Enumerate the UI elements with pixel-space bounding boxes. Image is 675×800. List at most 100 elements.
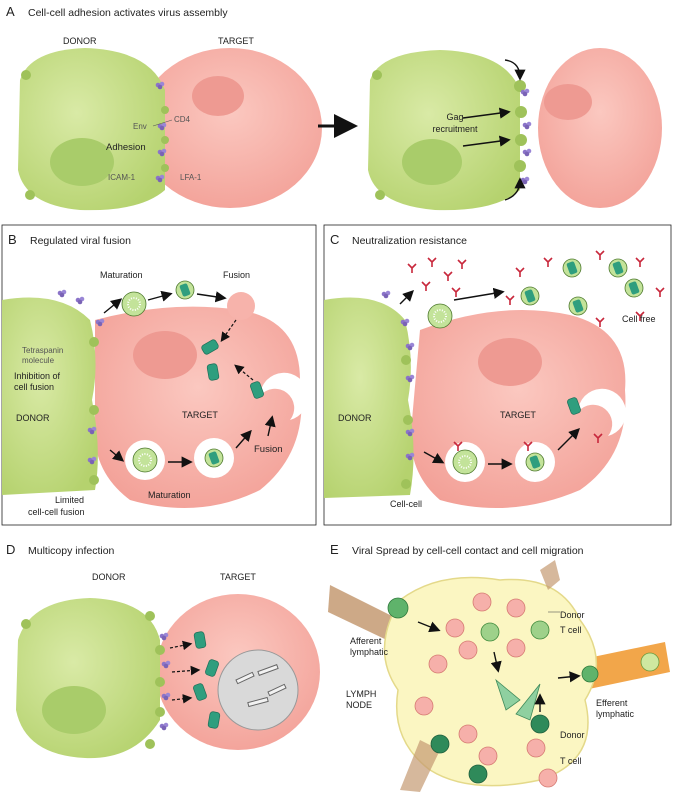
- panel-d-letter: D: [6, 542, 15, 557]
- panel-b-maturation-bottom: Maturation: [148, 490, 191, 500]
- panel-e-efferent-cell-2: [640, 652, 660, 672]
- panel-b-endosome: [260, 372, 308, 420]
- panel-b-target-nucleus: [133, 331, 197, 379]
- panel-b-donor-label: DONOR: [16, 413, 50, 423]
- panel-b-arrow-endo-in: [109, 449, 125, 462]
- panel-d-nucleus: [217, 649, 299, 731]
- panel-d-target-label: TARGET: [220, 572, 256, 582]
- panel-b-mature-virion-top: [175, 280, 195, 300]
- panel-e-vessel-top: [540, 560, 560, 590]
- panel-b: B Regulated viral fusion Maturation Fusi…: [1, 224, 317, 526]
- panel-b-tetraspanin-line1: Tetraspanin: [22, 346, 63, 355]
- panel-a-target-nucleus-2: [544, 84, 592, 120]
- panel-c-endosome-1: [445, 441, 485, 482]
- panel-b-target-label: TARGET: [182, 410, 218, 420]
- panel-b-dashed-arrow-2: [234, 364, 254, 381]
- panel-a-gag-label: Gag: [446, 112, 463, 122]
- panel-e-afferent-cell: [387, 597, 409, 619]
- panel-a-env-label: Env: [133, 122, 147, 131]
- panel-b-arrow-endo-out: [235, 429, 252, 449]
- panel-b-donor-buds: [89, 337, 99, 485]
- panel-b-arrow-fusion: [264, 415, 276, 437]
- panel-b-endosome-1: [125, 440, 165, 480]
- panel-d-title: Multicopy infection: [28, 545, 115, 557]
- panel-a-donor-nucleus: [50, 138, 114, 186]
- panel-e-letter: E: [330, 542, 339, 557]
- panel-a: A Cell-cell adhesion activates virus ass…: [6, 4, 662, 211]
- panel-a-title: Cell-cell adhesion activates virus assem…: [28, 7, 228, 19]
- panel-b-limited-line1: Limited: [55, 495, 84, 505]
- panel-a-cd4-label: CD4: [174, 115, 191, 124]
- panel-e-arrow-down: [490, 651, 502, 673]
- panel-a-gag-arrow-2: [462, 135, 511, 147]
- panel-b-fusion-bud: [227, 292, 255, 320]
- panel-c-arrow-endo-in: [423, 451, 445, 464]
- panel-b-arrow-2: [147, 290, 173, 302]
- panel-a-lfa-label: LFA-1: [180, 173, 202, 182]
- panel-e-lymph-line1: LYMPH: [346, 689, 376, 699]
- panel-c-donor-cell: [324, 297, 414, 498]
- panel-c-target-nucleus: [478, 338, 542, 386]
- panel-e-afferent-line2: lymphatic: [350, 647, 389, 657]
- panel-b-arrow-1: [103, 298, 123, 314]
- panel-b-maturation-top: Maturation: [100, 270, 143, 280]
- panel-e-afferent-line1: Afferent: [350, 636, 382, 646]
- panel-d: D Multicopy infection DONOR TARGET: [6, 542, 320, 759]
- panel-e-efferent-line2: lymphatic: [596, 709, 635, 719]
- panel-e-donor-cells: [430, 620, 550, 784]
- panel-a-curve-arrow-top: [504, 59, 526, 81]
- panel-c-donor-label: DONOR: [338, 413, 372, 423]
- panel-b-fusion-right: Fusion: [254, 444, 283, 455]
- panel-b-arrow-3: [196, 291, 227, 303]
- panel-e-efferent-line1: Efferent: [596, 698, 628, 708]
- panel-c: C Neutralization resistance Cell free DO…: [323, 224, 672, 526]
- panel-d-proviral-dna: [235, 664, 287, 708]
- panel-a-curve-arrow-bottom: [504, 177, 526, 201]
- panel-d-donor-cell: [16, 598, 160, 759]
- panel-c-arrow-2: [453, 287, 505, 301]
- panel-b-immature-virion-top: [121, 291, 147, 317]
- panel-a-letter: A: [6, 4, 15, 19]
- panel-a-donor-buds: [21, 70, 169, 200]
- panel-a-target-nucleus: [192, 76, 244, 116]
- panel-a-target-cell: [138, 48, 322, 208]
- panel-c-endosome: [578, 388, 626, 436]
- panel-a-target-cell-2: [538, 48, 662, 208]
- panel-c-arrow-1: [399, 290, 414, 305]
- panel-e-donor-label-2: Donor: [560, 730, 585, 740]
- panel-b-tetraspanin-line2: molecule: [22, 356, 55, 365]
- panel-b-inhibition-line2: cell fusion: [14, 382, 54, 392]
- panel-c-free-virions: [520, 258, 644, 316]
- panel-b-donor-cell: [2, 297, 98, 495]
- panel-e-afferent-arrow: [417, 621, 441, 633]
- panel-a-recruitment-label: recruitment: [432, 124, 478, 134]
- panel-e-t-cells: [414, 592, 558, 788]
- panel-e-efferent-cell-1: [581, 665, 599, 683]
- panel-e-lymph-line2: NODE: [346, 700, 372, 710]
- panel-b-inhibition-line1: Inhibition of: [14, 371, 61, 381]
- panel-e-tcell-label-2: T cell: [560, 756, 581, 766]
- panel-b-target-cell: [94, 306, 302, 508]
- panel-b-endosome-2: [194, 438, 234, 478]
- panel-a-donor-nucleus-2: [402, 139, 462, 185]
- panel-a-target-label: TARGET: [218, 36, 254, 46]
- panel-d-dashed-arrows: [169, 640, 201, 704]
- panel-e: E Viral Spread by cell-cell contact and …: [328, 542, 670, 792]
- panel-c-endosome-2: [515, 441, 555, 482]
- panel-c-target-label: TARGET: [500, 410, 536, 420]
- panel-b-dashed-arrow-1: [220, 319, 237, 342]
- panel-b-fusion-top: Fusion: [223, 270, 250, 280]
- panel-a-donor-buds-2: [372, 70, 527, 200]
- panel-b-title: Regulated viral fusion: [30, 235, 131, 247]
- panel-e-efferent-arrow: [557, 671, 581, 683]
- panel-c-letter: C: [330, 232, 339, 247]
- panel-a-donor-label: DONOR: [63, 36, 97, 46]
- panel-c-cell-cell-label: Cell-cell: [390, 499, 422, 509]
- panel-c-donor-buds: [401, 355, 413, 489]
- panel-c-title: Neutralization resistance: [352, 235, 467, 247]
- panel-e-migrating-cells: [495, 678, 541, 721]
- panel-e-donor-label-1: Donor: [560, 610, 585, 620]
- panel-c-immature-virion: [427, 303, 453, 329]
- panel-b-letter: B: [8, 232, 17, 247]
